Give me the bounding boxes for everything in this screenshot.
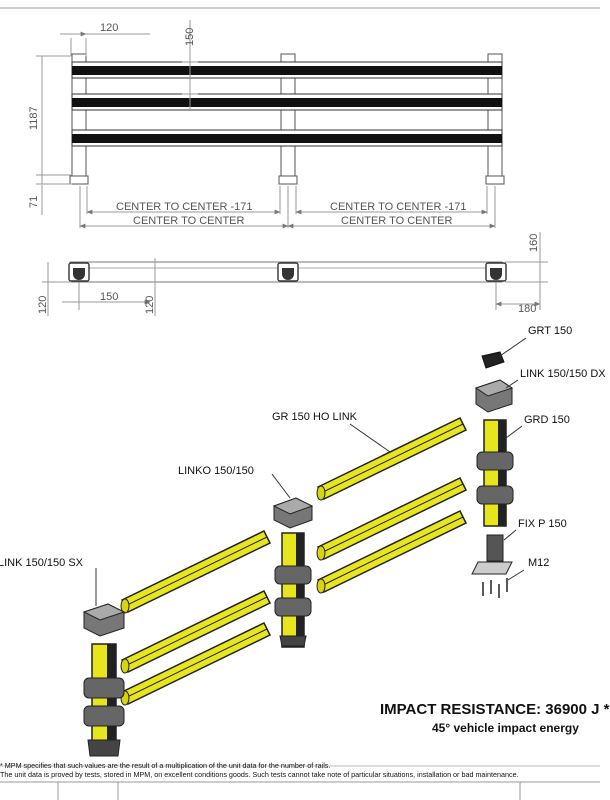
grt-cap — [481, 351, 505, 369]
linko-block — [272, 497, 314, 529]
dim-height-text: 1187 — [28, 106, 40, 130]
iso-view: GRT 150 LINK 150/150 DX GRD 150 GR 150 H… — [0, 325, 606, 757]
label-gr-link: GR 150 HO LINK — [272, 411, 358, 423]
label-linko: LINKO 150/150 — [178, 465, 254, 477]
label-link-sx: LINK 150/150 SX — [0, 557, 84, 569]
front-elevation: 120 150 1187 71 — [0, 7, 600, 229]
post-iso-left — [83, 643, 125, 757]
dim-rail-spacing-text: 150 — [184, 28, 196, 46]
rail-iso-mid-right — [316, 477, 468, 561]
plan-right-text: 180 — [518, 303, 536, 315]
plan-view: 160 120 150 120 180 — [37, 232, 548, 316]
post-right — [485, 53, 505, 185]
dim-center-minus-right: CENTER TO CENTER -171 — [330, 201, 467, 213]
dim-end-offset: 120 — [60, 22, 150, 56]
label-grt: GRT 150 — [528, 325, 572, 337]
post-left — [69, 53, 89, 185]
plan-depth-text: 160 — [528, 234, 540, 252]
leader-lines — [95, 337, 527, 606]
impact-title: IMPACT RESISTANCE: 36900 J * — [380, 701, 610, 718]
rail-iso-mid-left — [120, 590, 272, 674]
rail-top — [71, 61, 503, 79]
plan-step-text: 150 — [100, 291, 118, 303]
rail-iso-bot-right — [316, 510, 468, 594]
dim-base: 71 — [28, 183, 72, 215]
post-iso-center — [274, 532, 312, 648]
dim-end-offset-text: 120 — [100, 22, 118, 34]
impact-subtitle: 45° vehicle impact energy — [432, 721, 579, 735]
plan-left-text: 120 — [37, 296, 49, 314]
dim-base-text: 71 — [28, 196, 40, 208]
fix-plate — [471, 534, 513, 575]
m12-bolts — [482, 578, 508, 598]
rail-iso-top-left — [120, 530, 272, 614]
post-center — [278, 53, 298, 185]
footnote-line-2: The unit data is proved by tests, stored… — [0, 770, 519, 779]
rail-iso-top-right — [316, 417, 468, 501]
footnote-line-1: * MPM specifies that such values are the… — [0, 761, 331, 770]
dim-rail-spacing: 150 — [182, 20, 198, 110]
link-dx-block — [474, 379, 514, 413]
dim-center-left: CENTER TO CENTER — [133, 215, 244, 227]
link-sx-block — [82, 603, 126, 637]
label-grd: GRD 150 — [524, 414, 570, 426]
post-iso-right — [476, 419, 514, 527]
label-link-dx: LINK 150/150 DX — [520, 368, 606, 380]
dim-center-minus-left: CENTER TO CENTER -171 — [116, 201, 253, 213]
dim-height: 1187 — [28, 55, 72, 184]
rail-middle — [71, 93, 503, 111]
plan-mid-text: 120 — [144, 296, 156, 314]
label-fix: FIX P 150 — [518, 518, 567, 530]
rail-bottom — [71, 129, 503, 147]
dim-center-right: CENTER TO CENTER — [341, 215, 452, 227]
label-m12: M12 — [528, 557, 549, 569]
